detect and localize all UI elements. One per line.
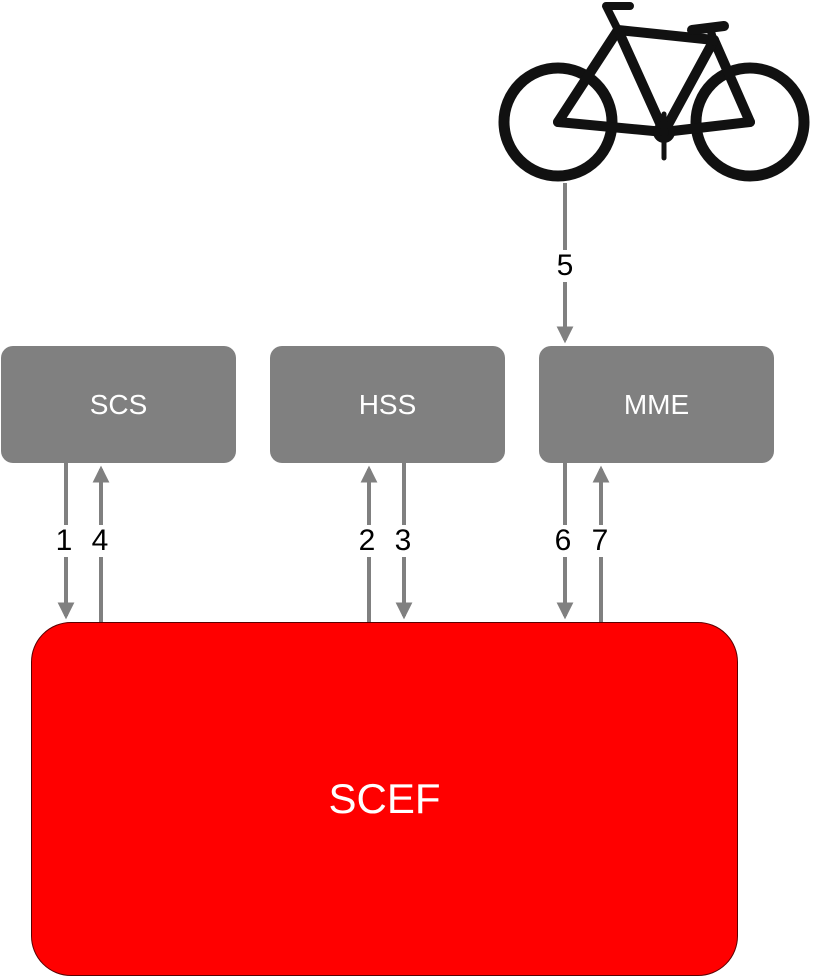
scs-label: SCS: [89, 388, 148, 420]
scef-node: SCEF: [31, 622, 738, 976]
mme-label: MME: [623, 388, 690, 420]
hss-node: HSS: [270, 346, 505, 463]
step-label-3: 3: [394, 524, 412, 557]
step-label-5: 5: [556, 249, 574, 282]
scef-label: SCEF: [328, 775, 441, 822]
hss-label: HSS: [358, 388, 417, 420]
step-label-4: 4: [91, 524, 109, 557]
mme-node: MME: [539, 346, 774, 463]
step-label-1: 1: [55, 524, 73, 557]
scs-node: SCS: [1, 346, 236, 463]
step-label-6: 6: [554, 524, 572, 557]
bicycle-icon: [498, 2, 810, 182]
step-label-7: 7: [591, 524, 609, 557]
step-label-2: 2: [358, 524, 376, 557]
